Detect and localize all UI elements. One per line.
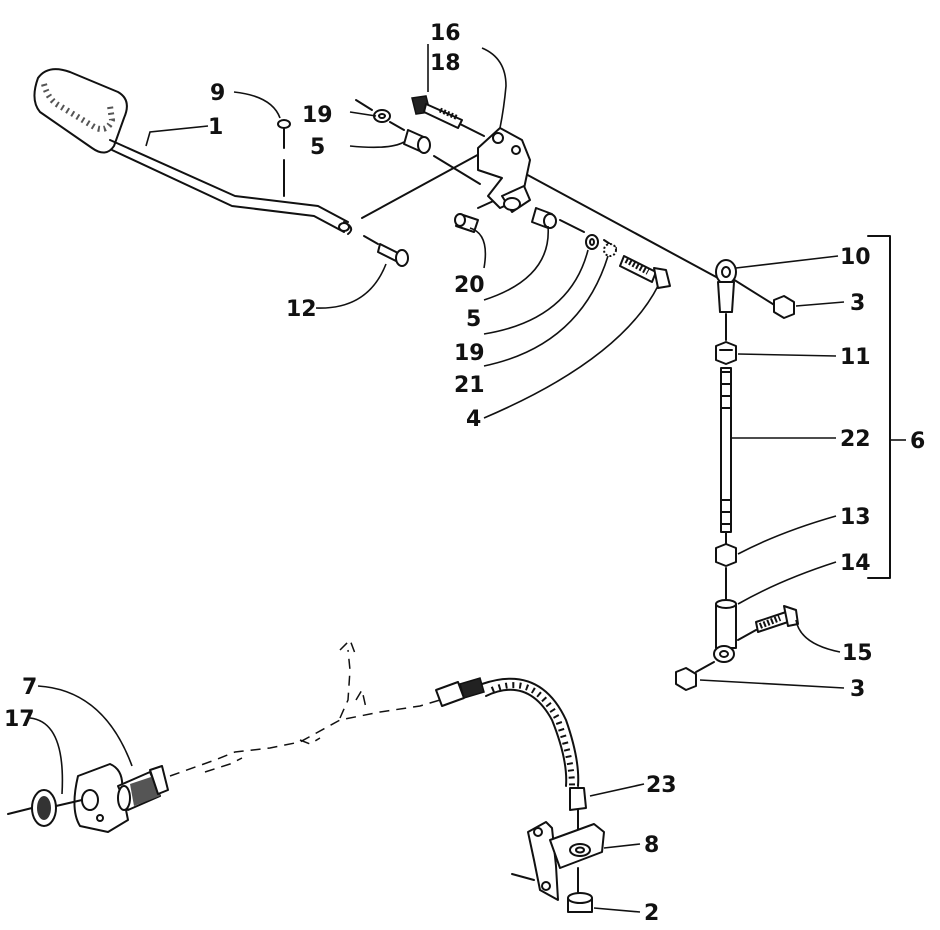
callout-21: 21: [454, 373, 485, 398]
clevis-pin: [363, 235, 409, 267]
nut: [675, 667, 697, 691]
sensor-cable: [481, 677, 580, 787]
switch-plate: [55, 763, 129, 833]
threaded-rod: [720, 367, 732, 545]
assembly-bracket: [867, 235, 891, 579]
callout-3-upper: 3: [850, 291, 865, 316]
callout-11: 11: [840, 345, 871, 370]
callout-2: 2: [644, 901, 659, 926]
callout-9: 9: [210, 81, 225, 106]
lock-washer: [603, 243, 617, 257]
nut: [773, 295, 795, 319]
callout-18: 18: [430, 51, 461, 76]
callout-19-lower: 19: [454, 341, 485, 366]
wire-harness: [169, 699, 441, 777]
leader-lines: [29, 44, 845, 913]
callout-14: 14: [840, 551, 871, 576]
switch-bezel: [7, 789, 57, 827]
switch: [117, 765, 169, 811]
bushing: [531, 207, 557, 229]
callout-19-upper: 19: [302, 103, 333, 128]
callout-20: 20: [454, 273, 485, 298]
callout-23: 23: [646, 773, 677, 798]
callout-22: 22: [840, 427, 871, 452]
rod-end: [715, 259, 737, 341]
jam-nut: [715, 543, 737, 567]
harness-connector: [435, 677, 485, 707]
pivot-bracket: [477, 127, 531, 213]
callout-10: 10: [840, 245, 871, 270]
rod-end: [713, 599, 737, 663]
bushing: [403, 129, 431, 154]
washer: [585, 234, 599, 250]
callout-6: 6: [910, 429, 925, 454]
roll-pin: [454, 213, 479, 233]
callout-5-lower: 5: [466, 307, 481, 332]
callout-8: 8: [644, 833, 659, 858]
callout-16: 16: [430, 21, 461, 46]
bolt: [737, 605, 799, 641]
callout-labels: 1 9 19 5 16 18 12 20 5 19 21 4 10 3 11 2…: [4, 21, 925, 926]
jam-nut: [715, 341, 737, 365]
cotter-pin: [277, 119, 291, 197]
callout-13: 13: [840, 505, 871, 530]
sensor-nut: [567, 867, 593, 913]
washer: [373, 109, 391, 123]
callout-5-upper: 5: [310, 135, 325, 160]
callout-1: 1: [208, 115, 223, 140]
bolt: [619, 255, 671, 289]
callout-4: 4: [466, 407, 481, 432]
bolt: [411, 95, 463, 129]
shift-lever: [33, 68, 353, 235]
callout-7: 7: [22, 675, 37, 700]
callout-17: 17: [4, 707, 35, 732]
callout-3-lower: 3: [850, 677, 865, 702]
callout-15: 15: [842, 641, 873, 666]
sensor: [569, 787, 587, 837]
mounting-bracket: [511, 821, 605, 901]
callout-12: 12: [286, 297, 317, 322]
